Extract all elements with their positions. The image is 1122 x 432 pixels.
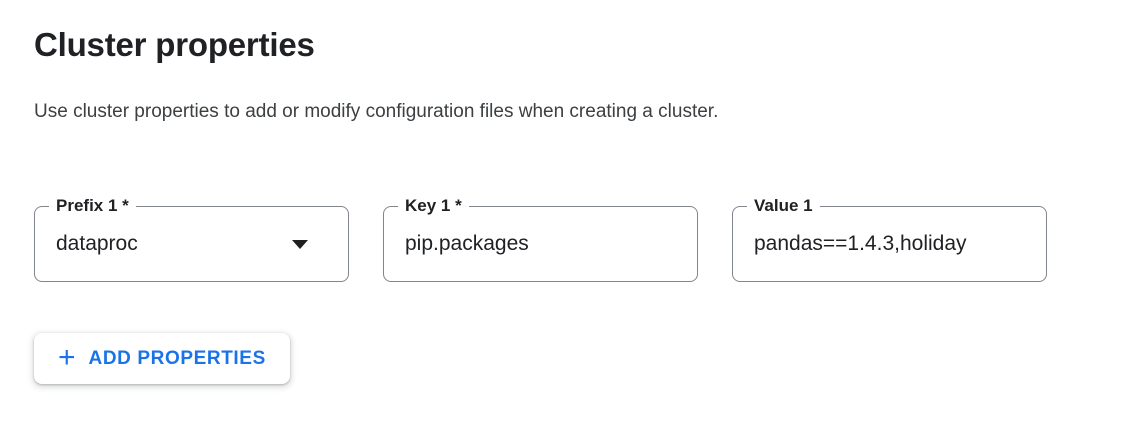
key-field-label: Key 1 * [398,196,469,217]
prefix-field-label: Prefix 1 * [49,196,136,217]
section-description: Use cluster properties to add or modify … [34,101,719,123]
value-field-label: Value 1 [747,196,820,217]
prefix-selected-value: dataproc [56,232,138,256]
plus-icon: + [58,340,76,374]
value-field: Value 1 [732,196,1047,283]
property-fields-row: Prefix 1 * dataproc Key 1 * Value 1 [34,196,1088,283]
prefix-select[interactable]: dataproc [35,207,348,281]
page-title: Cluster properties [34,26,315,63]
value-input[interactable] [733,207,1046,282]
dropdown-caret-icon[interactable] [292,239,308,249]
add-properties-button[interactable]: + ADD PROPERTIES [34,333,290,385]
prefix-field: Prefix 1 * dataproc [34,196,349,283]
key-input[interactable] [384,207,697,282]
add-properties-label: ADD PROPERTIES [88,347,266,369]
key-field: Key 1 * [383,196,698,283]
